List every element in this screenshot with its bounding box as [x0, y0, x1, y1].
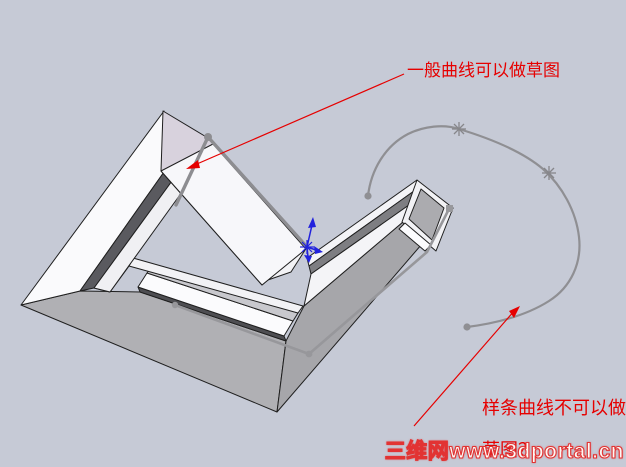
sketch-endpoint-square[interactable]: [446, 205, 453, 212]
plate-top-face[interactable]: [160, 143, 307, 286]
leader-arrowhead: [509, 306, 520, 318]
spline-endpoint-dot[interactable]: [364, 192, 372, 200]
sketch-polyline-plate[interactable]: [174, 133, 309, 249]
annotation-spline-line2: 草图？: [482, 440, 537, 460]
watermark: 三维网www.3dportal.cn: [384, 439, 624, 463]
annotation-leaders: [186, 73, 520, 427]
leader-arrowhead: [186, 160, 200, 169]
spline-endpoint-dot[interactable]: [463, 323, 471, 331]
sketch-polyline-frame[interactable]: [171, 205, 453, 358]
axis-up-arrowhead: [308, 217, 316, 228]
annotation-general-curve[interactable]: 一般曲线可以做草图: [407, 61, 560, 80]
axis-right-arrowhead: [314, 246, 323, 254]
annotation-spline-curve[interactable]: 样条曲线不可以做 草图？: [472, 377, 626, 461]
axis-up: [306, 224, 313, 248]
leader-line-spline-curve: [413, 309, 516, 427]
asterisk-marker-icon[interactable]: [452, 122, 466, 136]
model-plate[interactable]: [160, 110, 308, 286]
sketch-line-on-frame[interactable]: [173, 207, 451, 356]
asterisk-marker-icon[interactable]: [542, 166, 556, 180]
model-frame[interactable]: [20, 110, 454, 413]
spline-curve[interactable]: [366, 125, 581, 329]
sketch-endpoint-dot[interactable]: [204, 133, 212, 141]
frame-endcap-slot: [398, 222, 432, 252]
axis-down-arrowhead: [304, 255, 312, 263]
sketch-spline[interactable]: [364, 122, 581, 331]
origin-triad-icon[interactable]: [300, 217, 323, 263]
leader-line-general-curve: [189, 73, 405, 168]
sketch-endpoint-dot[interactable]: [171, 301, 179, 309]
axis-down: [306, 246, 309, 258]
sketch-vertex-dot[interactable]: [305, 350, 313, 358]
annotation-spline-line1: 样条曲线不可以做: [482, 398, 626, 418]
